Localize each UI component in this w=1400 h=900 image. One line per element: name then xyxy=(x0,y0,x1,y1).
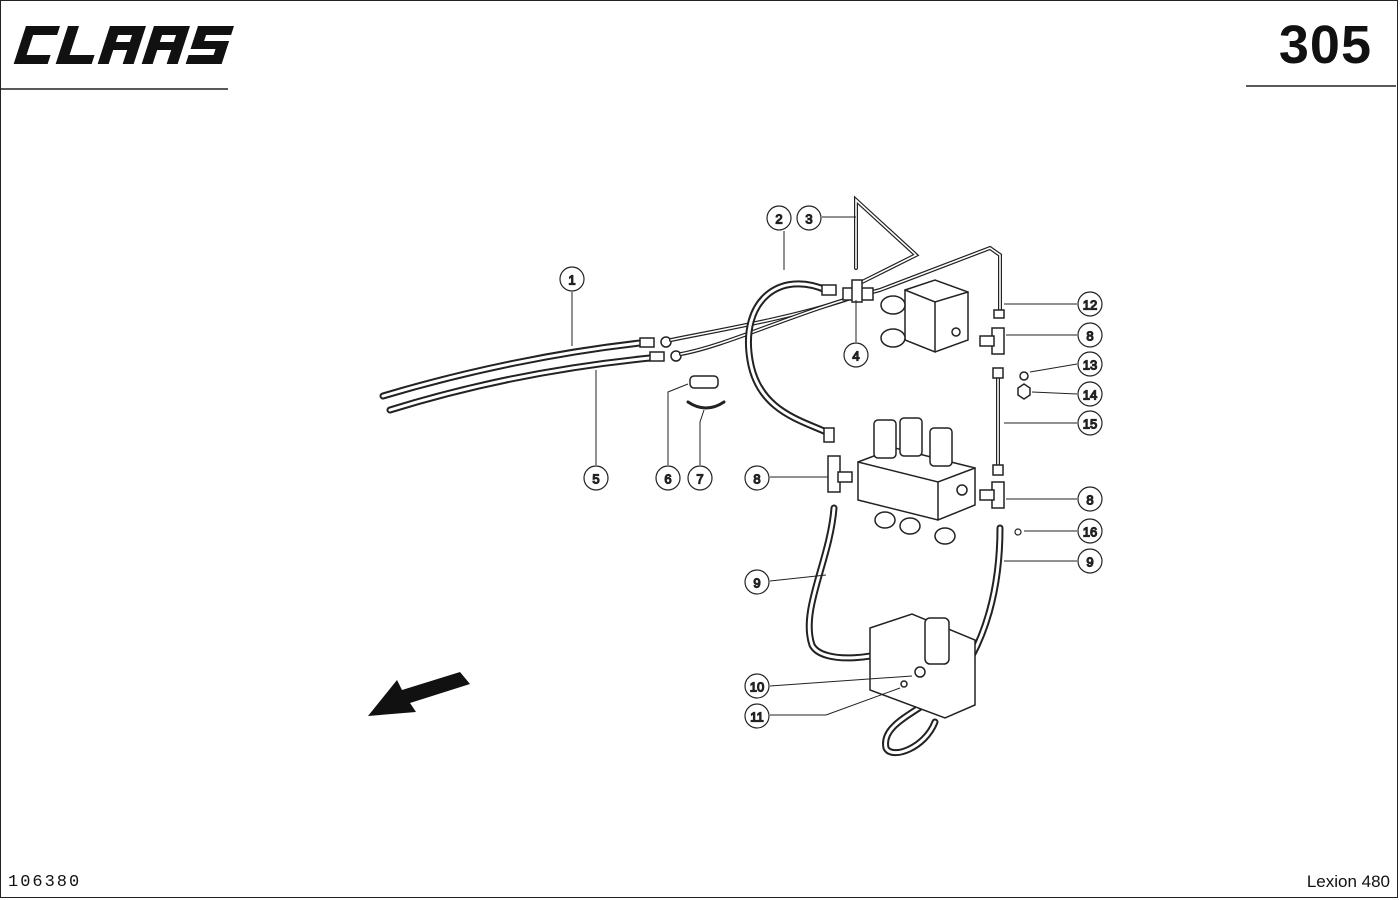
callout-label: 9 xyxy=(1086,555,1093,570)
callout-10[interactable]: 10 xyxy=(744,673,770,699)
claas-logo xyxy=(13,26,234,64)
callout-label: 8 xyxy=(1086,493,1093,508)
callout-label: 8 xyxy=(1086,329,1093,344)
hose-5 xyxy=(386,354,654,414)
callout-12[interactable]: 12 xyxy=(1077,291,1103,317)
clamp-6 xyxy=(689,375,719,389)
callout-8-left[interactable]: 8 xyxy=(744,465,770,491)
callout-7[interactable]: 7 xyxy=(687,465,713,491)
callout-1[interactable]: 1 xyxy=(559,266,585,292)
document-id: 106380 xyxy=(8,873,82,892)
callout-9-left[interactable]: 9 xyxy=(744,569,770,595)
callout-label: 6 xyxy=(664,472,671,487)
callout-label: 12 xyxy=(1083,298,1097,313)
tee-fitting-4 xyxy=(842,279,874,303)
callout-label: 13 xyxy=(1083,358,1097,373)
callout-label: 11 xyxy=(750,710,764,725)
callout-3[interactable]: 3 xyxy=(796,205,822,231)
tee-fitting-8 xyxy=(827,455,853,493)
callout-label: 5 xyxy=(592,472,599,487)
tee-fitting-8 xyxy=(979,327,1005,355)
callout-2[interactable]: 2 xyxy=(766,205,792,231)
callout-5[interactable]: 5 xyxy=(583,465,609,491)
union-fitting xyxy=(660,336,672,348)
callout-9-right[interactable]: 9 xyxy=(1077,548,1103,574)
callout-label: 9 xyxy=(753,576,760,591)
callout-8-lower-right[interactable]: 8 xyxy=(1077,486,1103,512)
header-rules xyxy=(0,85,1396,90)
tee-fitting-8 xyxy=(979,481,1005,509)
model-name: Lexion 480 xyxy=(1306,872,1390,891)
callout-label: 7 xyxy=(696,472,703,487)
callout-label: 3 xyxy=(805,212,812,227)
callout-15[interactable]: 15 xyxy=(1077,410,1103,436)
callout-14[interactable]: 14 xyxy=(1077,381,1103,407)
hose-1 xyxy=(379,339,644,400)
valve-block-upper xyxy=(880,279,969,353)
clip-7 xyxy=(686,400,726,410)
callout-label: 1 xyxy=(568,273,575,288)
hose-fitting xyxy=(649,351,665,362)
callout-label: 16 xyxy=(1083,525,1097,540)
callout-8-upper-right[interactable]: 8 xyxy=(1077,322,1103,348)
callout-6[interactable]: 6 xyxy=(655,465,681,491)
valve-block-middle xyxy=(857,417,976,545)
callout-label: 15 xyxy=(1083,417,1097,432)
callout-label: 4 xyxy=(852,349,859,364)
callout-13[interactable]: 13 xyxy=(1077,351,1103,377)
direction-arrow-icon xyxy=(368,672,470,716)
callout-16[interactable]: 16 xyxy=(1077,518,1103,544)
callout-4[interactable]: 4 xyxy=(843,342,869,368)
hose-2 xyxy=(745,280,830,436)
leader-lines xyxy=(571,216,1078,716)
callout-label: 8 xyxy=(753,472,760,487)
callout-11[interactable]: 11 xyxy=(744,703,770,729)
hose-fitting xyxy=(639,337,655,348)
callout-label: 10 xyxy=(750,680,764,695)
union-fitting xyxy=(670,350,682,362)
callout-label: 2 xyxy=(775,212,782,227)
callout-label: 14 xyxy=(1083,388,1097,403)
page-number: 305 xyxy=(1278,15,1372,75)
valve-block-lower xyxy=(869,613,976,719)
